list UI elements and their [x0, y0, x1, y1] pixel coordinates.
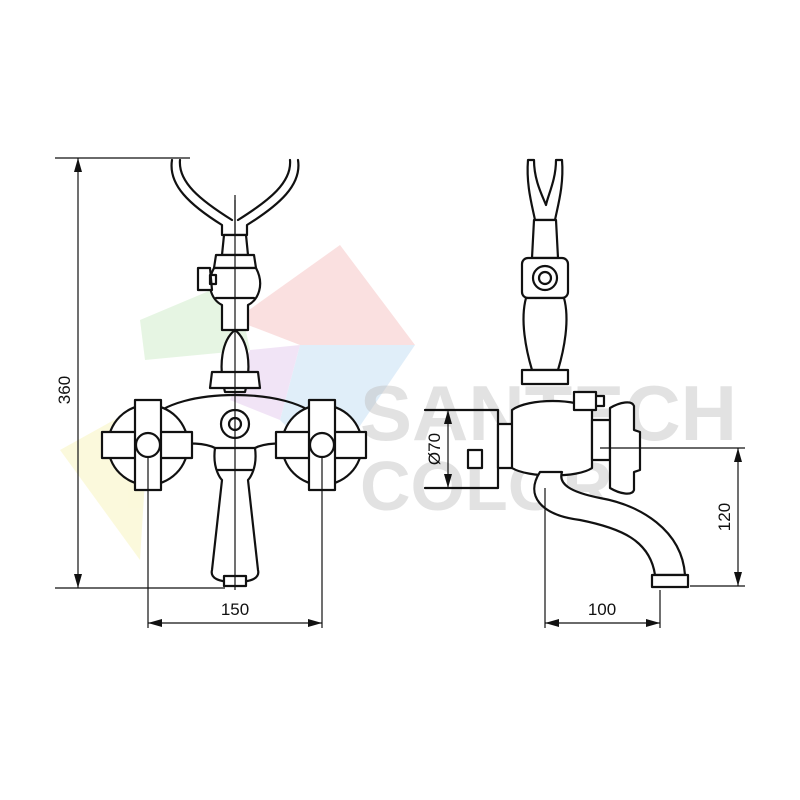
front-left-cross-handle [100, 398, 194, 492]
side-collar [520, 256, 570, 300]
front-diverter-knob [196, 266, 218, 292]
front-view [55, 157, 368, 628]
dim-handle-spacing: 150 [148, 600, 322, 627]
dim-handle-spacing-label: 150 [221, 600, 249, 619]
dim-body-diameter-label: Ø70 [425, 433, 444, 465]
dim-spout-height-label: 120 [715, 503, 734, 531]
side-view [423, 158, 745, 628]
side-main-column [522, 296, 568, 372]
side-shower-holder [526, 158, 564, 222]
dim-height-total-label: 360 [55, 376, 74, 404]
side-wall-stub [466, 448, 484, 470]
dim-body-diameter: Ø70 [425, 410, 452, 488]
side-top-knob [572, 390, 606, 412]
dim-spout-reach: 100 [545, 600, 660, 627]
side-handle-stem [590, 418, 612, 462]
side-switch-base [520, 368, 570, 386]
dim-height-total: 360 [55, 158, 82, 588]
dim-spout-reach-label: 100 [588, 600, 616, 619]
side-aerator [650, 573, 690, 589]
front-right-cross-handle [274, 398, 368, 492]
side-valve-body [510, 399, 594, 477]
dim-spout-height: 120 [715, 448, 742, 586]
side-diverter-ring [531, 264, 559, 292]
side-upper-column [530, 218, 560, 260]
watermark-shape-red [235, 245, 415, 345]
side-diverter-ring-inner [537, 270, 553, 286]
